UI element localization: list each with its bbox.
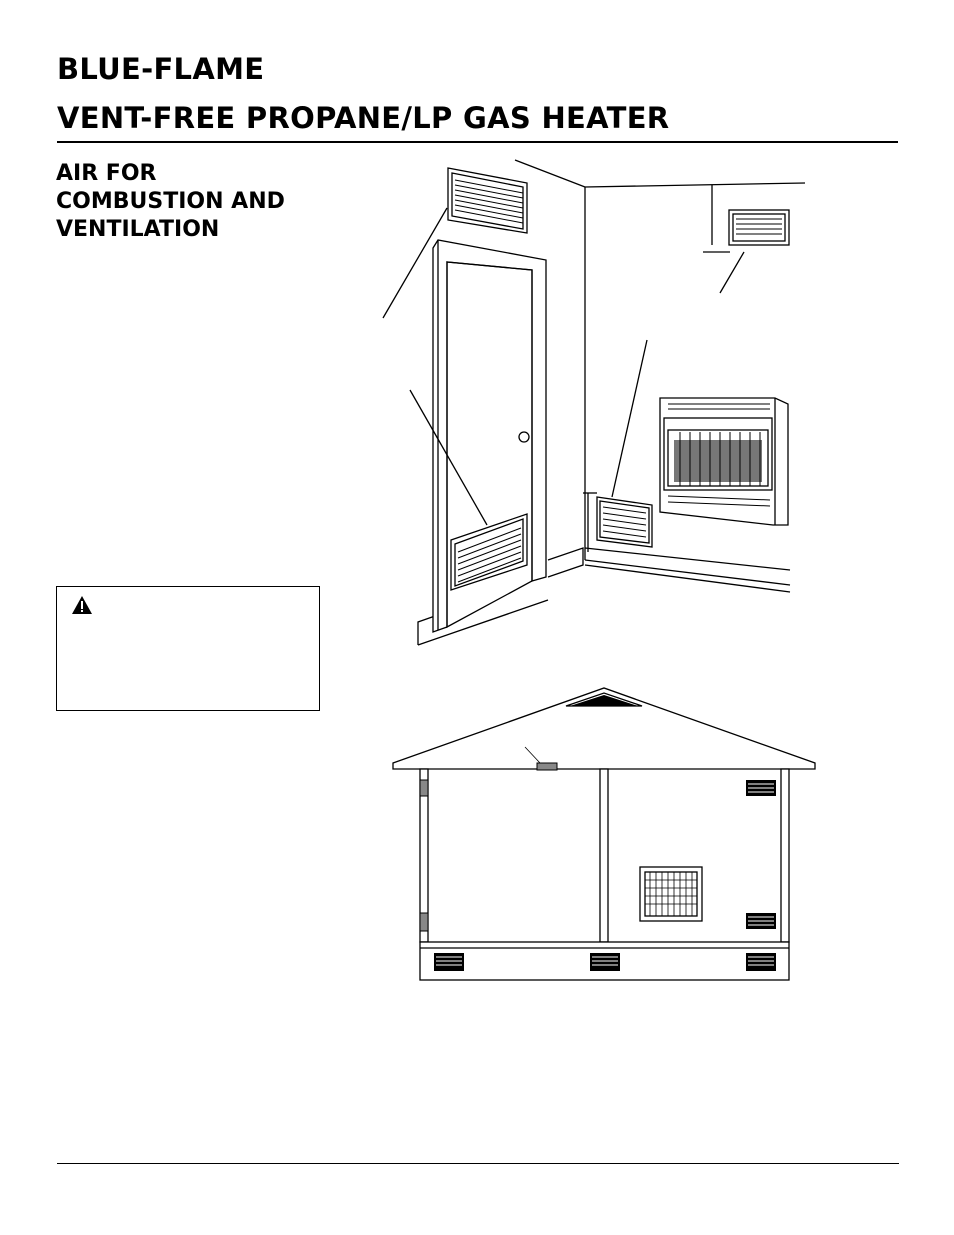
section-heading: AIR FOR COMBUSTION AND VENTILATION [56, 160, 346, 244]
document-title-line1: BLUE-FLAME [57, 52, 265, 86]
header-rule [57, 141, 898, 143]
footer-rule [57, 1163, 899, 1164]
section-heading-line2: COMBUSTION AND [56, 189, 285, 214]
warning-triangle-icon [72, 596, 92, 614]
section-heading-line1: AIR FOR [56, 161, 157, 186]
warning-box [56, 586, 320, 711]
document-title-line2: VENT-FREE PROPANE/LP GAS HEATER [57, 101, 670, 135]
section-heading-line3: VENTILATION [56, 217, 220, 242]
